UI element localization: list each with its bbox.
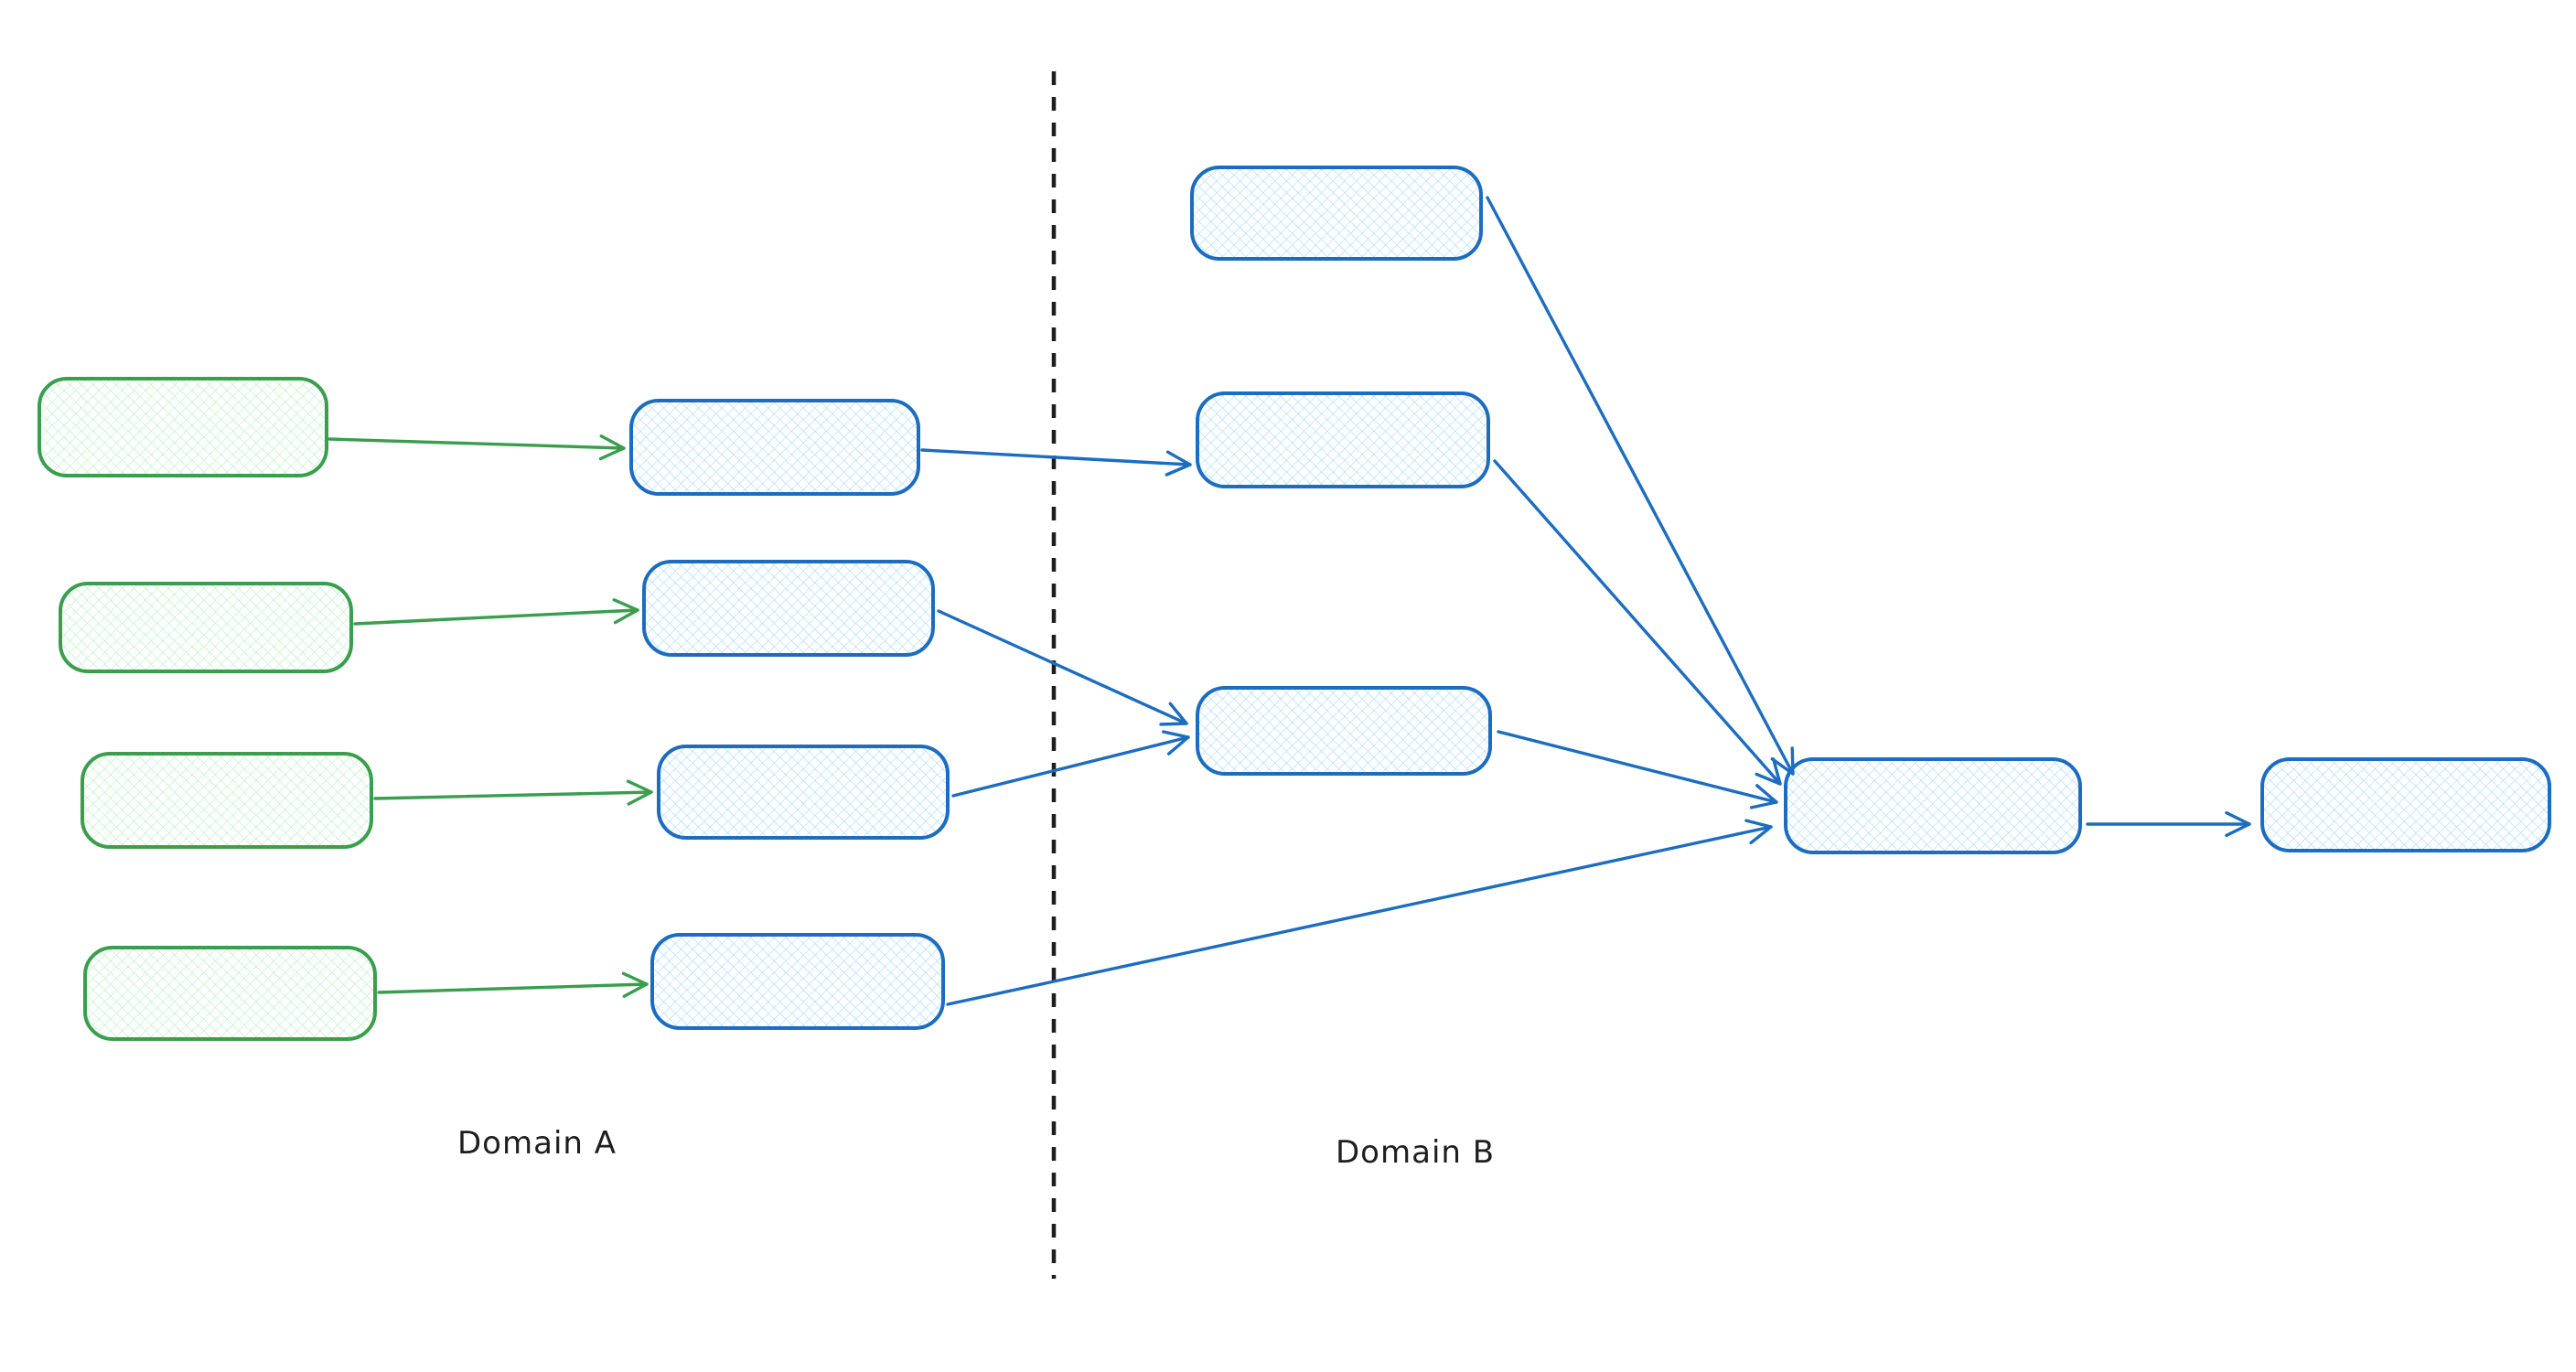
edge-domainb2-to-aggregator-arrowhead-icon bbox=[1755, 757, 1782, 786]
domain-b-aggregator-node bbox=[1784, 757, 2082, 854]
edge-process1-to-domainb2 bbox=[920, 448, 1192, 477]
domain-a-label: Domain A bbox=[457, 1125, 617, 1162]
domain-a-process-node-2 bbox=[642, 560, 935, 657]
edge-process4-to-aggregator bbox=[946, 819, 1773, 1006]
edge-domainb3-to-aggregator-arrowhead-icon bbox=[1749, 784, 1778, 809]
edge-domainb3-to-aggregator bbox=[1497, 730, 1778, 809]
edge-process2-to-domainb3-arrowhead-icon bbox=[1159, 702, 1188, 726]
domain-b-node-2 bbox=[1196, 391, 1490, 488]
domain-a-source-node-3 bbox=[80, 752, 373, 849]
domain-a-process-node-4 bbox=[650, 933, 945, 1030]
edge-source2-to-process2 bbox=[353, 598, 639, 626]
domain-a-process-node-1 bbox=[629, 399, 920, 496]
edge-domainb1-to-aggregator bbox=[1486, 196, 1795, 776]
edges-layer bbox=[327, 196, 2251, 1006]
edge-source1-to-process1 bbox=[327, 434, 626, 461]
edge-aggregator-to-output-arrowhead-icon bbox=[2225, 810, 2251, 838]
edge-process3-to-domainb3 bbox=[951, 730, 1190, 798]
domain-b-node-1 bbox=[1190, 166, 1483, 261]
edge-source3-to-process3-arrowhead-icon bbox=[626, 779, 653, 806]
edge-source3-to-process3 bbox=[373, 779, 653, 806]
domain-b-output-node bbox=[2260, 757, 2551, 852]
nodes-layer bbox=[38, 166, 2551, 1041]
edge-aggregator-to-output bbox=[2086, 810, 2251, 838]
edge-source1-to-process1-arrowhead-icon bbox=[598, 434, 626, 461]
edge-process2-to-domainb3 bbox=[937, 609, 1188, 726]
domain-a-source-node-4 bbox=[83, 946, 377, 1041]
edge-process1-to-domainb2-arrowhead-icon bbox=[1165, 450, 1192, 477]
edge-process4-to-aggregator-arrowhead-icon bbox=[1744, 819, 1773, 845]
domain-a-source-node-1 bbox=[38, 377, 328, 477]
domain-b-node-3 bbox=[1196, 686, 1492, 776]
edge-process3-to-domainb3-arrowhead-icon bbox=[1162, 730, 1190, 756]
domain-b-label: Domain B bbox=[1336, 1134, 1496, 1171]
edge-source4-to-process4 bbox=[377, 971, 649, 998]
edge-domainb2-to-aggregator bbox=[1493, 459, 1782, 786]
edge-source4-to-process4-arrowhead-icon bbox=[621, 971, 649, 998]
edge-source2-to-process2-arrowhead-icon bbox=[612, 598, 639, 625]
domain-a-process-node-3 bbox=[657, 745, 950, 840]
domain-a-source-node-2 bbox=[59, 582, 353, 673]
